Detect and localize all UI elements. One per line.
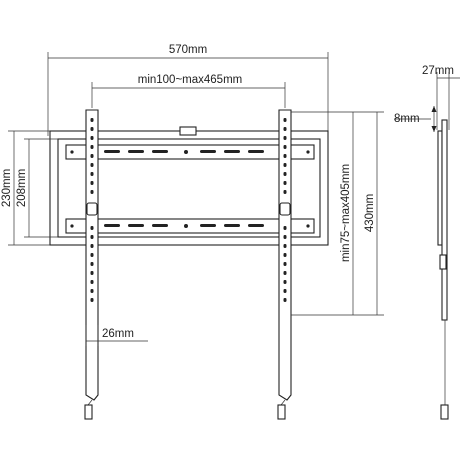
upper-rail [65,144,315,160]
arm-hole [283,298,287,302]
arm-width-label: 26mm [102,328,134,340]
arm-hole [283,163,287,167]
arm-hole [283,253,287,257]
inner-height-label: 208mm [16,169,28,207]
outer-height-label: 230mm [1,169,13,207]
vesa-vertical-label: min75~max405mm [340,164,352,262]
arm-hole [90,298,94,302]
arm-height-label: 430mm [364,194,376,232]
lower-rail-slot [200,224,216,227]
side-arm [441,119,448,321]
lower-rail-hole [306,224,310,228]
upper-rail-slot [152,150,168,153]
arm-hole [283,235,287,239]
arm-hole [90,289,94,293]
upper-rail-slot [248,150,264,153]
arm-hole [90,154,94,158]
arm-hole [283,289,287,293]
arm-hole [283,271,287,275]
arm-hole [283,280,287,284]
arm-hole [283,172,287,176]
arm-hole [283,154,287,158]
arm-hole [90,172,94,176]
right-arm-pull-tab [277,404,286,420]
upper-rail-hole [306,150,310,154]
arm-hole [90,271,94,275]
right-arm-cord [280,399,286,406]
lower-rail-hole [70,224,74,228]
upper-rail-slot [200,150,216,153]
left-arm-cord [87,399,93,406]
arm-hole [283,127,287,131]
arm-hole [90,118,94,122]
upper-rail-slot [128,150,144,153]
left-arm-lock [86,202,98,216]
wall-plate-tab [179,126,197,136]
arm-hole [90,226,94,230]
arm-hole [90,190,94,194]
arm-hole [283,181,287,185]
upper-rail-slot [104,150,120,153]
arm-hole [283,226,287,230]
arm-hole [90,262,94,266]
arm-hole [283,118,287,122]
overall-width-label: 570mm [169,44,207,56]
arm-hole [90,127,94,131]
lower-rail-slot [248,224,264,227]
arm-hole [90,280,94,284]
lower-rail-hole [184,224,188,228]
arm-width-dimension: 26mm [85,325,148,346]
side-lock [439,254,447,270]
left-arm [84,109,99,420]
arm-hole [90,253,94,257]
upper-rail-slot [224,150,240,153]
arm-hole [283,262,287,266]
side-offset-label: 8mm [394,113,420,125]
arm-hole [90,244,94,248]
lower-rail-slot [152,224,168,227]
side-pull-tab [440,404,449,420]
arm-hole [283,145,287,149]
lower-rail-slot [128,224,144,227]
right-arm-lock [279,202,291,216]
upper-rail-hole [70,150,74,154]
upper-rail-hole [184,150,188,154]
arm-hole [90,136,94,140]
side-view: 27mm 8mm [394,65,460,420]
lower-rail-slot [224,224,240,227]
lower-rail [65,218,315,234]
vesa-horizontal-label: min100~max465mm [138,74,243,86]
arm-hole [90,145,94,149]
arm-hole [283,244,287,248]
side-wall-plate [437,130,443,246]
arm-hole [283,136,287,140]
arm-hole [283,190,287,194]
left-arm-pull-tab [84,404,93,420]
right-arm [277,109,292,420]
upper-rail-body [65,144,315,160]
side-offset-arrow-top [431,106,437,112]
arm-hole [90,163,94,167]
outer-height-dimension: 230mm [1,130,50,246]
lower-rail-slot [104,224,120,227]
lower-rail-body [65,218,315,234]
vesa-vertical-dimension: min75~max405mm [291,111,360,316]
inner-height-dimension: 208mm [16,138,58,238]
arm-hole [90,235,94,239]
side-offset-arrow-bottom [431,126,437,132]
overall-width-dimension: 570mm [47,44,329,136]
arm-height-dimension: 430mm [360,111,384,316]
depth-label: 27mm [422,65,454,77]
arm-hole [90,181,94,185]
vesa-horizontal-dimension: min100~max465mm [91,74,286,108]
